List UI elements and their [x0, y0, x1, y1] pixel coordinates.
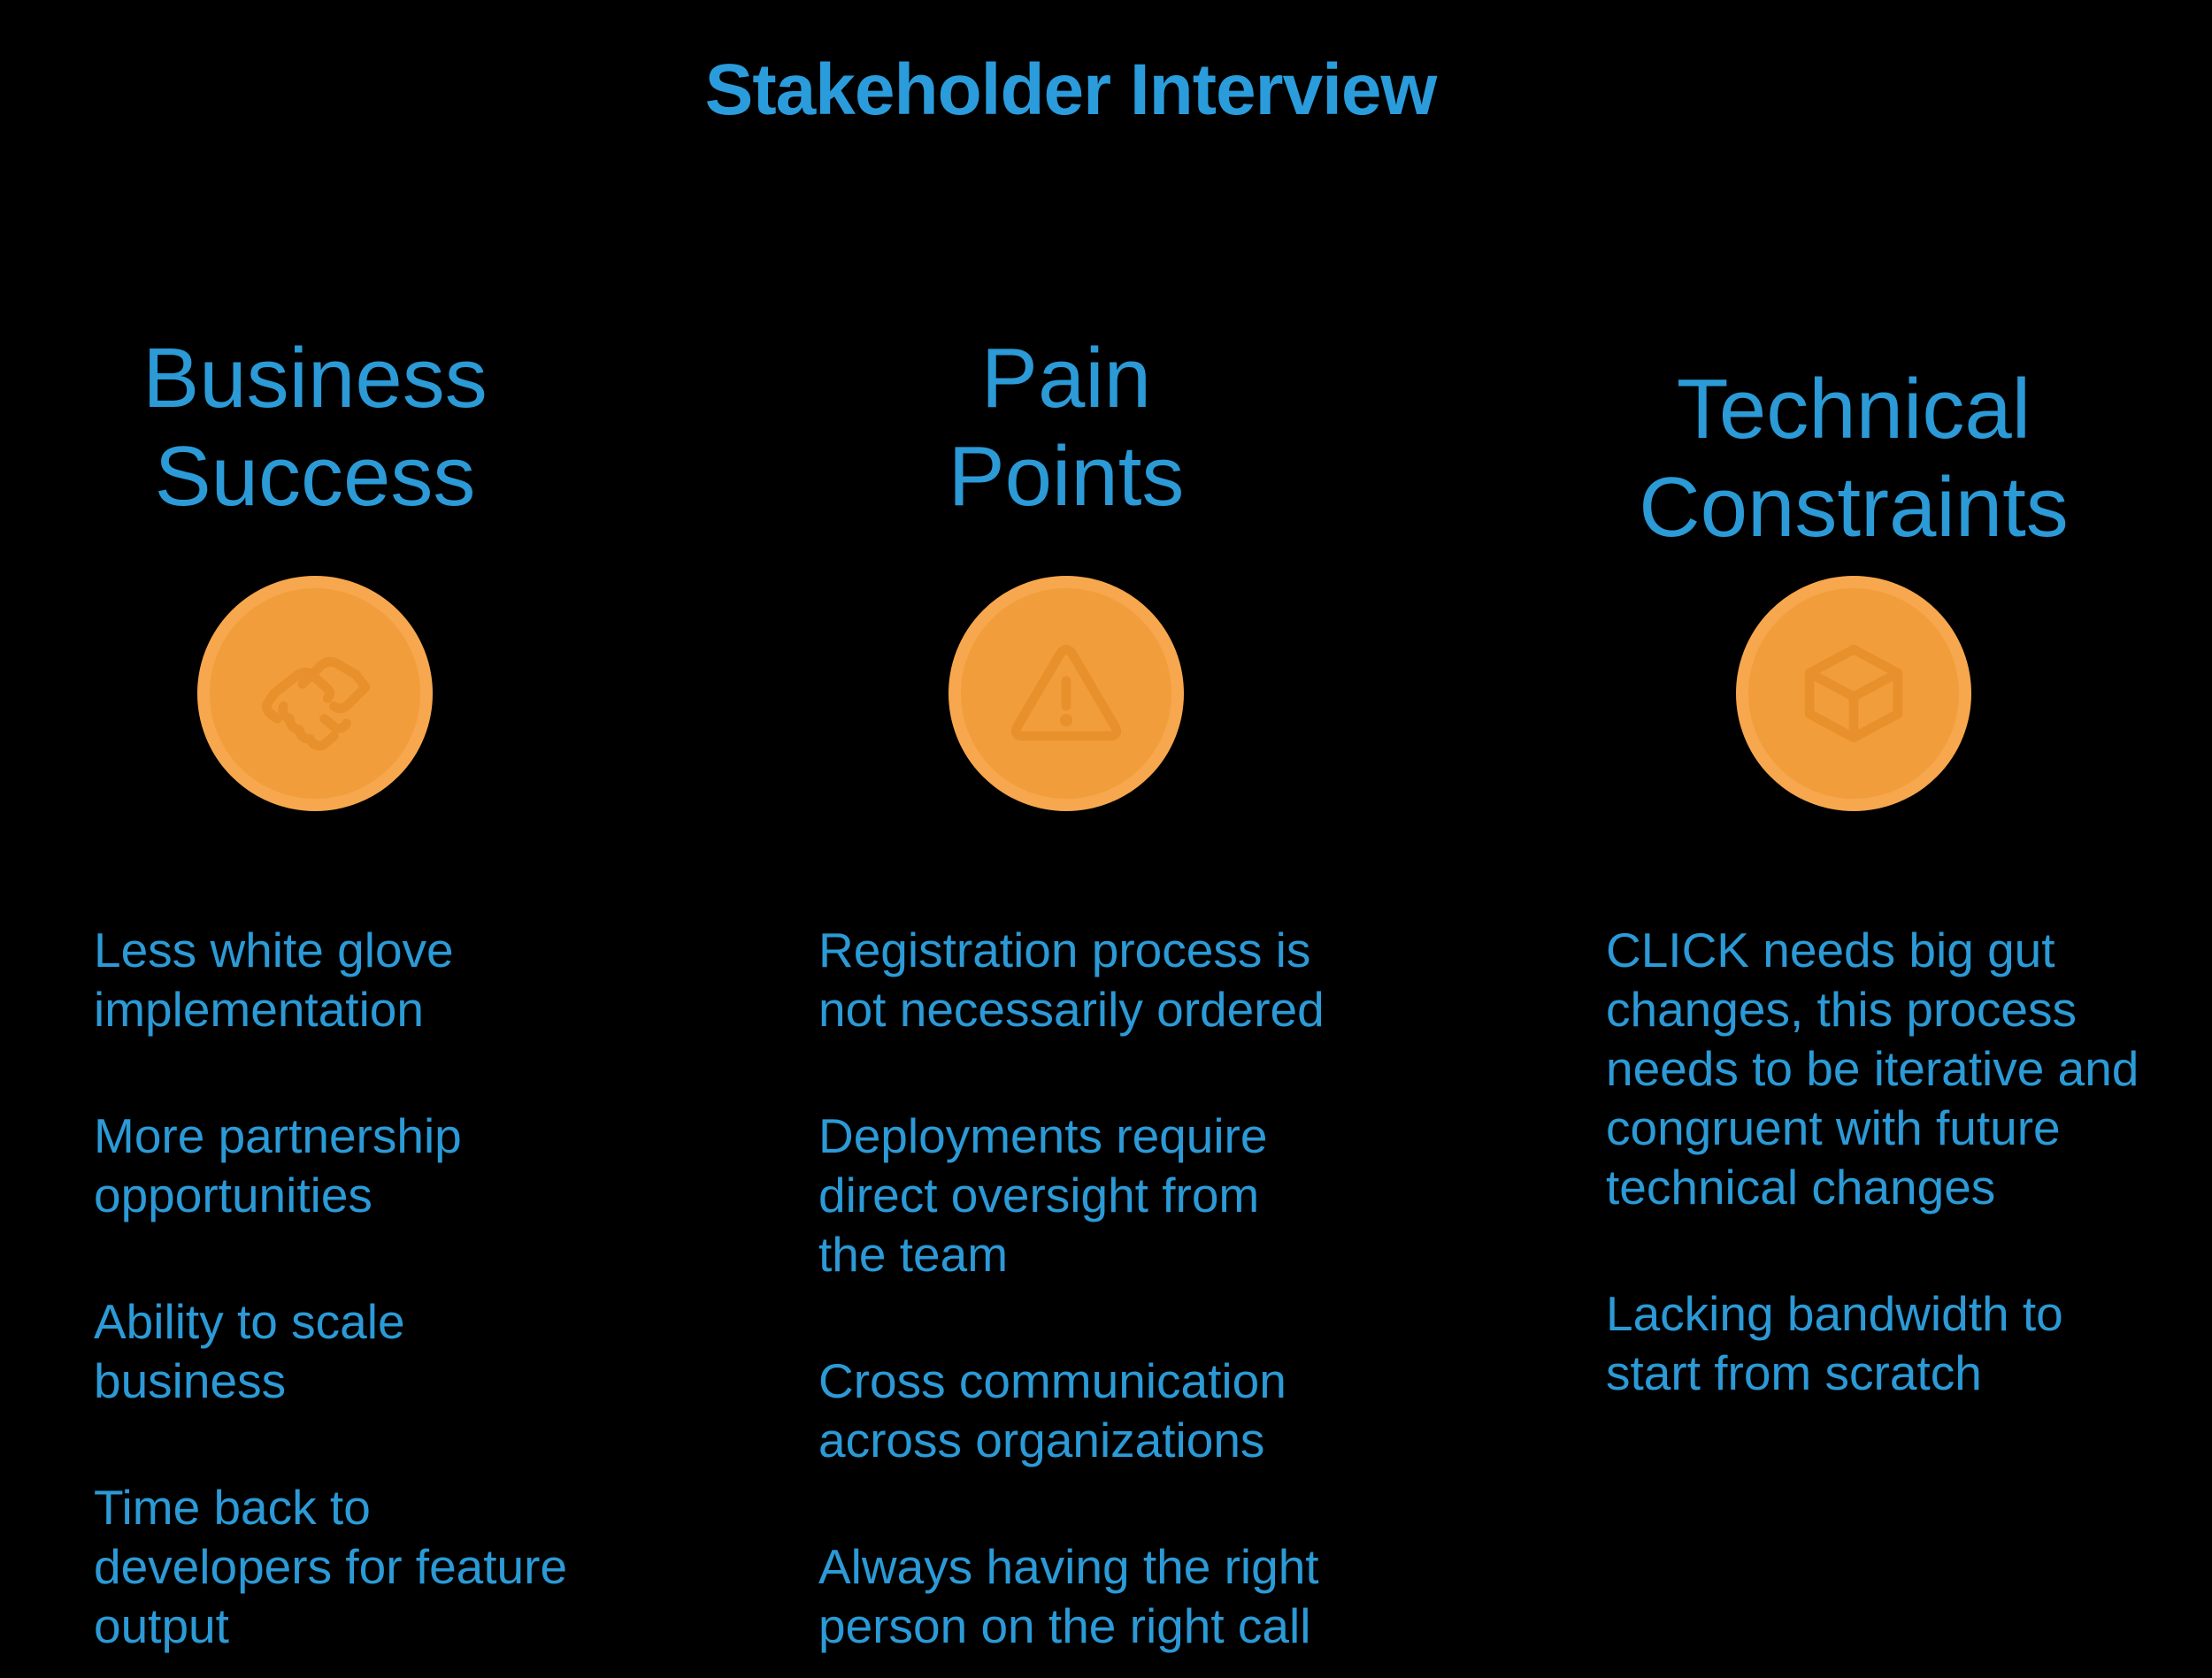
column-pain-points: Pain Points Registration process is not … — [779, 0, 1354, 1678]
item-list: Less white glove implementation More par… — [50, 921, 580, 1656]
icon-badge — [1736, 575, 1971, 811]
list-item: Deployments require direct oversight fro… — [818, 1107, 1268, 1282]
list-item: Ability to scale business — [94, 1293, 405, 1408]
icon-row — [1566, 575, 2141, 811]
icon-badge — [949, 575, 1184, 811]
warning-icon — [1010, 644, 1122, 741]
handshake-icon — [262, 656, 371, 751]
icon-row — [50, 575, 580, 811]
column-business-success: Business Success Less white glove implem… — [50, 0, 580, 1678]
icon-row — [779, 575, 1354, 811]
list-item: Time back to developers for feature outp… — [94, 1479, 568, 1653]
list-item: Always having the right person on the ri… — [818, 1538, 1319, 1653]
list-item: Lacking bandwidth to start from scratch — [1606, 1285, 2063, 1400]
list-item: Registration process is not necessarily … — [818, 922, 1325, 1037]
column-heading: Business Success — [142, 331, 488, 525]
item-list: Registration process is not necessarily … — [779, 921, 1354, 1656]
list-item: CLICK needs big gut changes, this proces… — [1606, 922, 2139, 1214]
cube-icon — [1804, 644, 1903, 742]
item-list: CLICK needs big gut changes, this proces… — [1566, 921, 2141, 1403]
column-heading: Pain Points — [948, 331, 1185, 525]
list-item: Cross communication across organizations — [818, 1352, 1286, 1467]
icon-badge — [197, 575, 433, 811]
column-technical-constraints: Technical Constraints CLICK needs big gu… — [1566, 0, 2141, 1678]
column-heading: Technical Constraints — [1639, 362, 2069, 556]
list-item: More partnership opportunities — [94, 1107, 462, 1222]
list-item: Less white glove implementation — [94, 922, 454, 1037]
page-title: Stakeholder Interview — [704, 49, 1438, 130]
